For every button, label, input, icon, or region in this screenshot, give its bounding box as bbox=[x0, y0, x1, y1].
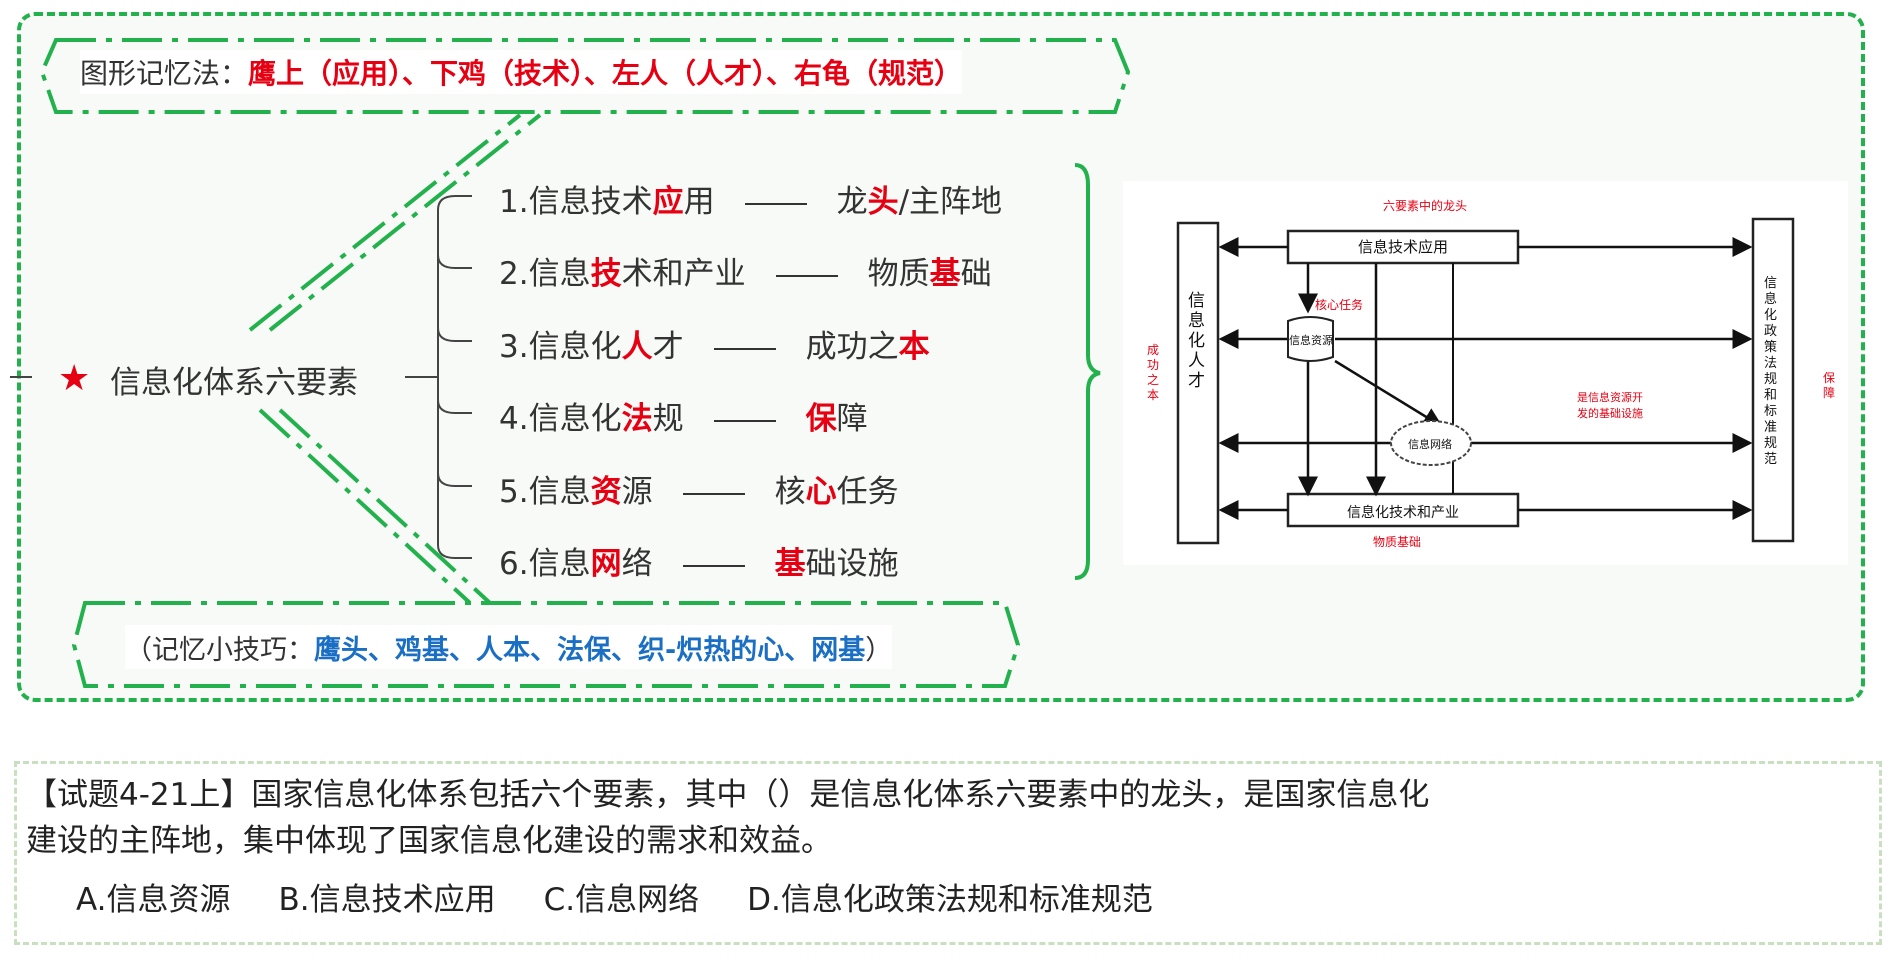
list-item: 4.信息化法规保障 bbox=[499, 401, 868, 437]
tip-callout-border bbox=[71, 601, 1021, 688]
diagram-note: 核心任务 bbox=[1315, 298, 1364, 312]
mnemonic-label: 图形记忆法： bbox=[80, 57, 249, 90]
info-system-diagram: 信息化技术和产业 信息技术应用 信息化人才 信息化政策法规和标准规范 信息资源 … bbox=[1123, 181, 1848, 565]
diagram-industry-box: 信息化技术和产业 bbox=[1347, 505, 1459, 521]
diagram-note: 是信息资源开 bbox=[1577, 391, 1643, 404]
diagram-policy-box: 信息化政策法规和标准规范 bbox=[1764, 276, 1778, 467]
list-item: 6.信息网络基础设施 bbox=[499, 546, 899, 582]
mnemonic-callout: 图形记忆法：鹰上（应用）、下鸡（技术）、左人（人才）、右龟（规范） bbox=[80, 50, 963, 94]
diagram-network: 信息网络 bbox=[1408, 438, 1452, 451]
tip-value: 鹰头、鸡基、人本、法保、织-炽热的心、网基 bbox=[314, 634, 866, 666]
mnemonic-callout-border bbox=[39, 38, 1131, 114]
answer-options: A.信息资源 B.信息技术应用 C.信息网络 D.信息化政策法规和标准规范 bbox=[76, 877, 1153, 924]
option-d[interactable]: D.信息化政策法规和标准规范 bbox=[747, 882, 1153, 918]
diagram-talent-box: 信息化人才 bbox=[1188, 291, 1205, 391]
right-brace bbox=[1074, 163, 1101, 580]
option-a[interactable]: A.信息资源 bbox=[76, 882, 231, 918]
question-line-2: 建设的主阵地，集中体现了国家信息化建设的需求和效益。 bbox=[26, 823, 832, 859]
diagram-resource: 信息资源 bbox=[1289, 334, 1333, 347]
tip-callout: （记忆小技巧：鹰头、鸡基、人本、法保、织-炽热的心、网基） bbox=[125, 625, 893, 669]
diagram-note: 物质基础 bbox=[1373, 535, 1422, 549]
diagram-note: 发的基础设施 bbox=[1577, 407, 1643, 420]
list-item: 5.信息资源核心任务 bbox=[499, 474, 899, 510]
list-item: 2.信息技术和产业物质基础 bbox=[499, 256, 992, 292]
root-label: 信息化体系六要素 bbox=[110, 365, 358, 401]
list-item: 1.信息技术应用龙头/主阵地 bbox=[499, 184, 1003, 220]
diagram-note: 六要素中的龙头 bbox=[1383, 199, 1468, 213]
option-c[interactable]: C.信息网络 bbox=[543, 882, 700, 918]
mnemonic-value: 鹰上（应用）、下鸡（技术）、左人（人才）、右龟（规范） bbox=[248, 57, 963, 90]
diagram-note: 成功之本 bbox=[1147, 343, 1160, 402]
tip-label: （记忆小技巧： bbox=[125, 634, 314, 666]
star-icon: ★ bbox=[58, 358, 91, 399]
question-line-1: 【试题4-21上】国家信息化体系包括六个要素，其中（）是信息化体系六要素中的龙头… bbox=[26, 777, 1430, 813]
list-item: 3.信息化人才成功之本 bbox=[499, 329, 930, 365]
diagram-app-label: 信息技术应用 bbox=[1357, 238, 1448, 256]
option-b[interactable]: B.信息技术应用 bbox=[278, 882, 496, 918]
tip-close: ） bbox=[865, 634, 893, 666]
question-box bbox=[14, 761, 1882, 945]
diagram-note: 保障 bbox=[1823, 371, 1836, 400]
